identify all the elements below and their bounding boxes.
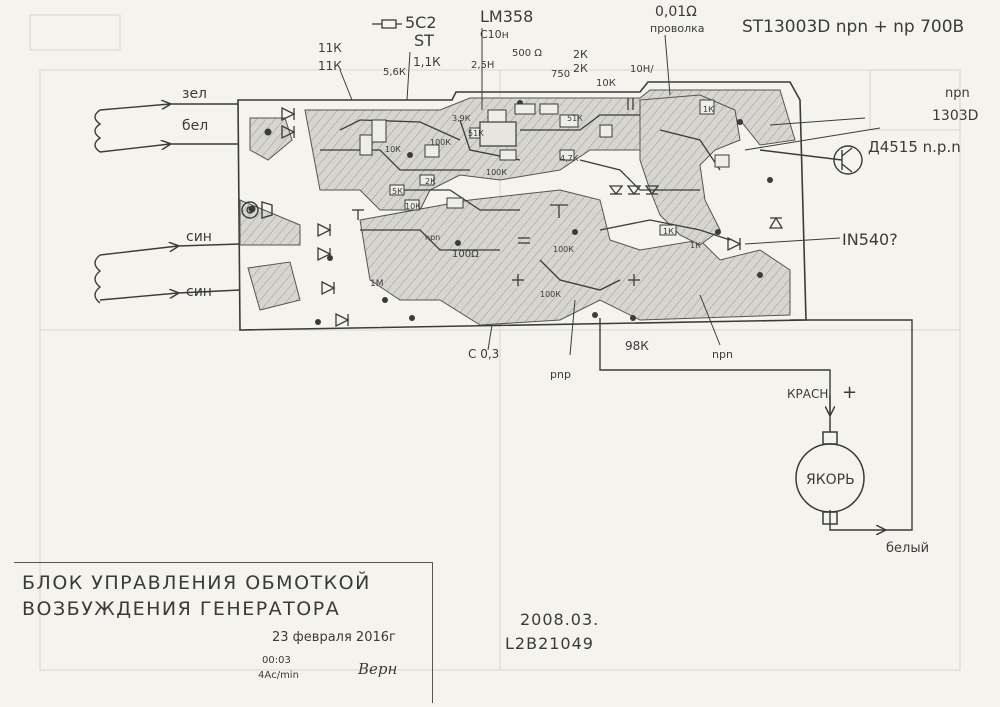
label-r100-ohm: 100Ω — [452, 249, 479, 260]
label-1303d: 1303D — [932, 108, 978, 124]
label-wire: проволка — [650, 22, 705, 35]
label-red-wire: КРАСН — [787, 387, 828, 401]
diode-d9 — [644, 185, 660, 196]
label-r51k-b: 51К — [468, 129, 484, 138]
diode-d1 — [281, 106, 296, 122]
label-r750: 750 — [551, 69, 570, 80]
label-r98k: 98К — [625, 339, 649, 353]
label-c03: С 0,3 — [468, 347, 499, 361]
pcb-board — [237, 81, 807, 331]
diode-d7 — [608, 185, 624, 196]
label-r1k-right: 1К — [663, 227, 674, 236]
label-r100k-c: 100К — [553, 245, 574, 254]
label-wire-res: 0,01Ω — [655, 4, 697, 20]
input-coil-bottom — [94, 244, 241, 304]
rectifier-diodes — [281, 106, 784, 328]
label-5c2: 5C2 — [405, 13, 437, 32]
label-r100k-d: 100К — [540, 290, 561, 299]
label-r11k-b: 11К — [318, 59, 342, 73]
ic-lm358-body — [479, 121, 517, 147]
title-line-1: БЛОК УПРАВЛЕНИЯ ОБМОТКОЙ — [22, 572, 371, 594]
label-r25: 2,5Н — [471, 60, 494, 71]
mounting-pads — [241, 201, 273, 219]
label-r2k-c: 2К — [425, 177, 436, 186]
label-st: ST — [414, 31, 434, 50]
title-signature: Верн — [358, 660, 398, 678]
label-r1k-top: 1К — [703, 105, 714, 114]
diode-d8 — [626, 185, 642, 196]
label-blue-wire-1: син — [186, 229, 212, 245]
label-r10n: 10Н/ — [630, 64, 654, 75]
label-r11k-c: 1,1К — [413, 55, 441, 69]
label-npn-right: npn — [945, 86, 970, 101]
title-line-2: ВОЗБУЖДЕНИЯ ГЕНЕРАТОРА — [22, 598, 341, 620]
label-lm358: LM358 — [480, 7, 533, 26]
label-c10n: С10н — [480, 28, 509, 41]
label-r100k-a: 100К — [430, 138, 451, 147]
label-white-bottom: белый — [886, 541, 929, 556]
title-time: 00:03 — [262, 655, 291, 666]
label-motor: ЯКОРЬ — [806, 472, 855, 488]
label-in540: IN540? — [842, 230, 898, 249]
component-labels: 5C2 ST LM358 С10н 0,01Ω проволка ST13003… — [182, 4, 978, 556]
input-coil-top — [94, 104, 238, 153]
stamp-part-code: L2B21049 — [505, 634, 594, 653]
label-r5k: 5К — [392, 187, 403, 196]
top-symbol — [372, 19, 402, 29]
label-blue-wire-2: син — [186, 284, 212, 300]
leader-lines — [339, 28, 881, 356]
label-r56k: 5,6К — [383, 67, 406, 78]
label-r2k-b: 2К — [573, 62, 588, 75]
title-block — [14, 562, 433, 703]
label-pnp: pnp — [550, 368, 571, 381]
label-r47k: 4,7К — [560, 154, 579, 163]
armature-motor — [795, 420, 865, 525]
label-r39k: 3,9К — [452, 114, 471, 123]
diode-in540 — [727, 236, 742, 252]
diode-d4 — [317, 246, 332, 262]
label-transistor-note: ST13003D npn + np 700В — [742, 17, 964, 37]
label-npn-bottom: npn — [712, 348, 733, 361]
label-plus: + — [842, 382, 857, 403]
label-d4515: Д4515 n.p.n — [868, 138, 961, 156]
label-r10k-mid: 10К — [385, 145, 401, 154]
label-r2k-a: 2К — [573, 48, 588, 61]
diode-d10 — [768, 216, 784, 229]
label-r500: 500 Ω — [512, 48, 542, 59]
label-npn-board: npn — [425, 233, 440, 242]
stamp-date-code: 2008.03. — [520, 610, 600, 629]
label-r1m: 1М — [370, 279, 384, 289]
diode-d3 — [317, 222, 332, 238]
diode-d5 — [321, 280, 336, 296]
label-r10k-b: 10К — [405, 202, 421, 211]
label-r10k-top: 10К — [596, 78, 616, 89]
armature-wiring — [599, 318, 913, 530]
label-green-wire: зел — [182, 86, 207, 102]
label-r1k-right2: 1К — [690, 241, 701, 250]
label-white-wire: бел — [182, 118, 208, 134]
diode-d2 — [281, 124, 296, 140]
label-r51k: 51К — [567, 114, 583, 123]
label-r11k-a: 11К — [318, 41, 342, 55]
title-rate: 4Ас/min — [258, 670, 299, 681]
title-date: 23 февраля 2016г — [272, 630, 396, 645]
transistor-d4515 — [759, 145, 863, 175]
diode-d6 — [335, 312, 350, 328]
label-r100k-b: 100К — [486, 168, 507, 177]
